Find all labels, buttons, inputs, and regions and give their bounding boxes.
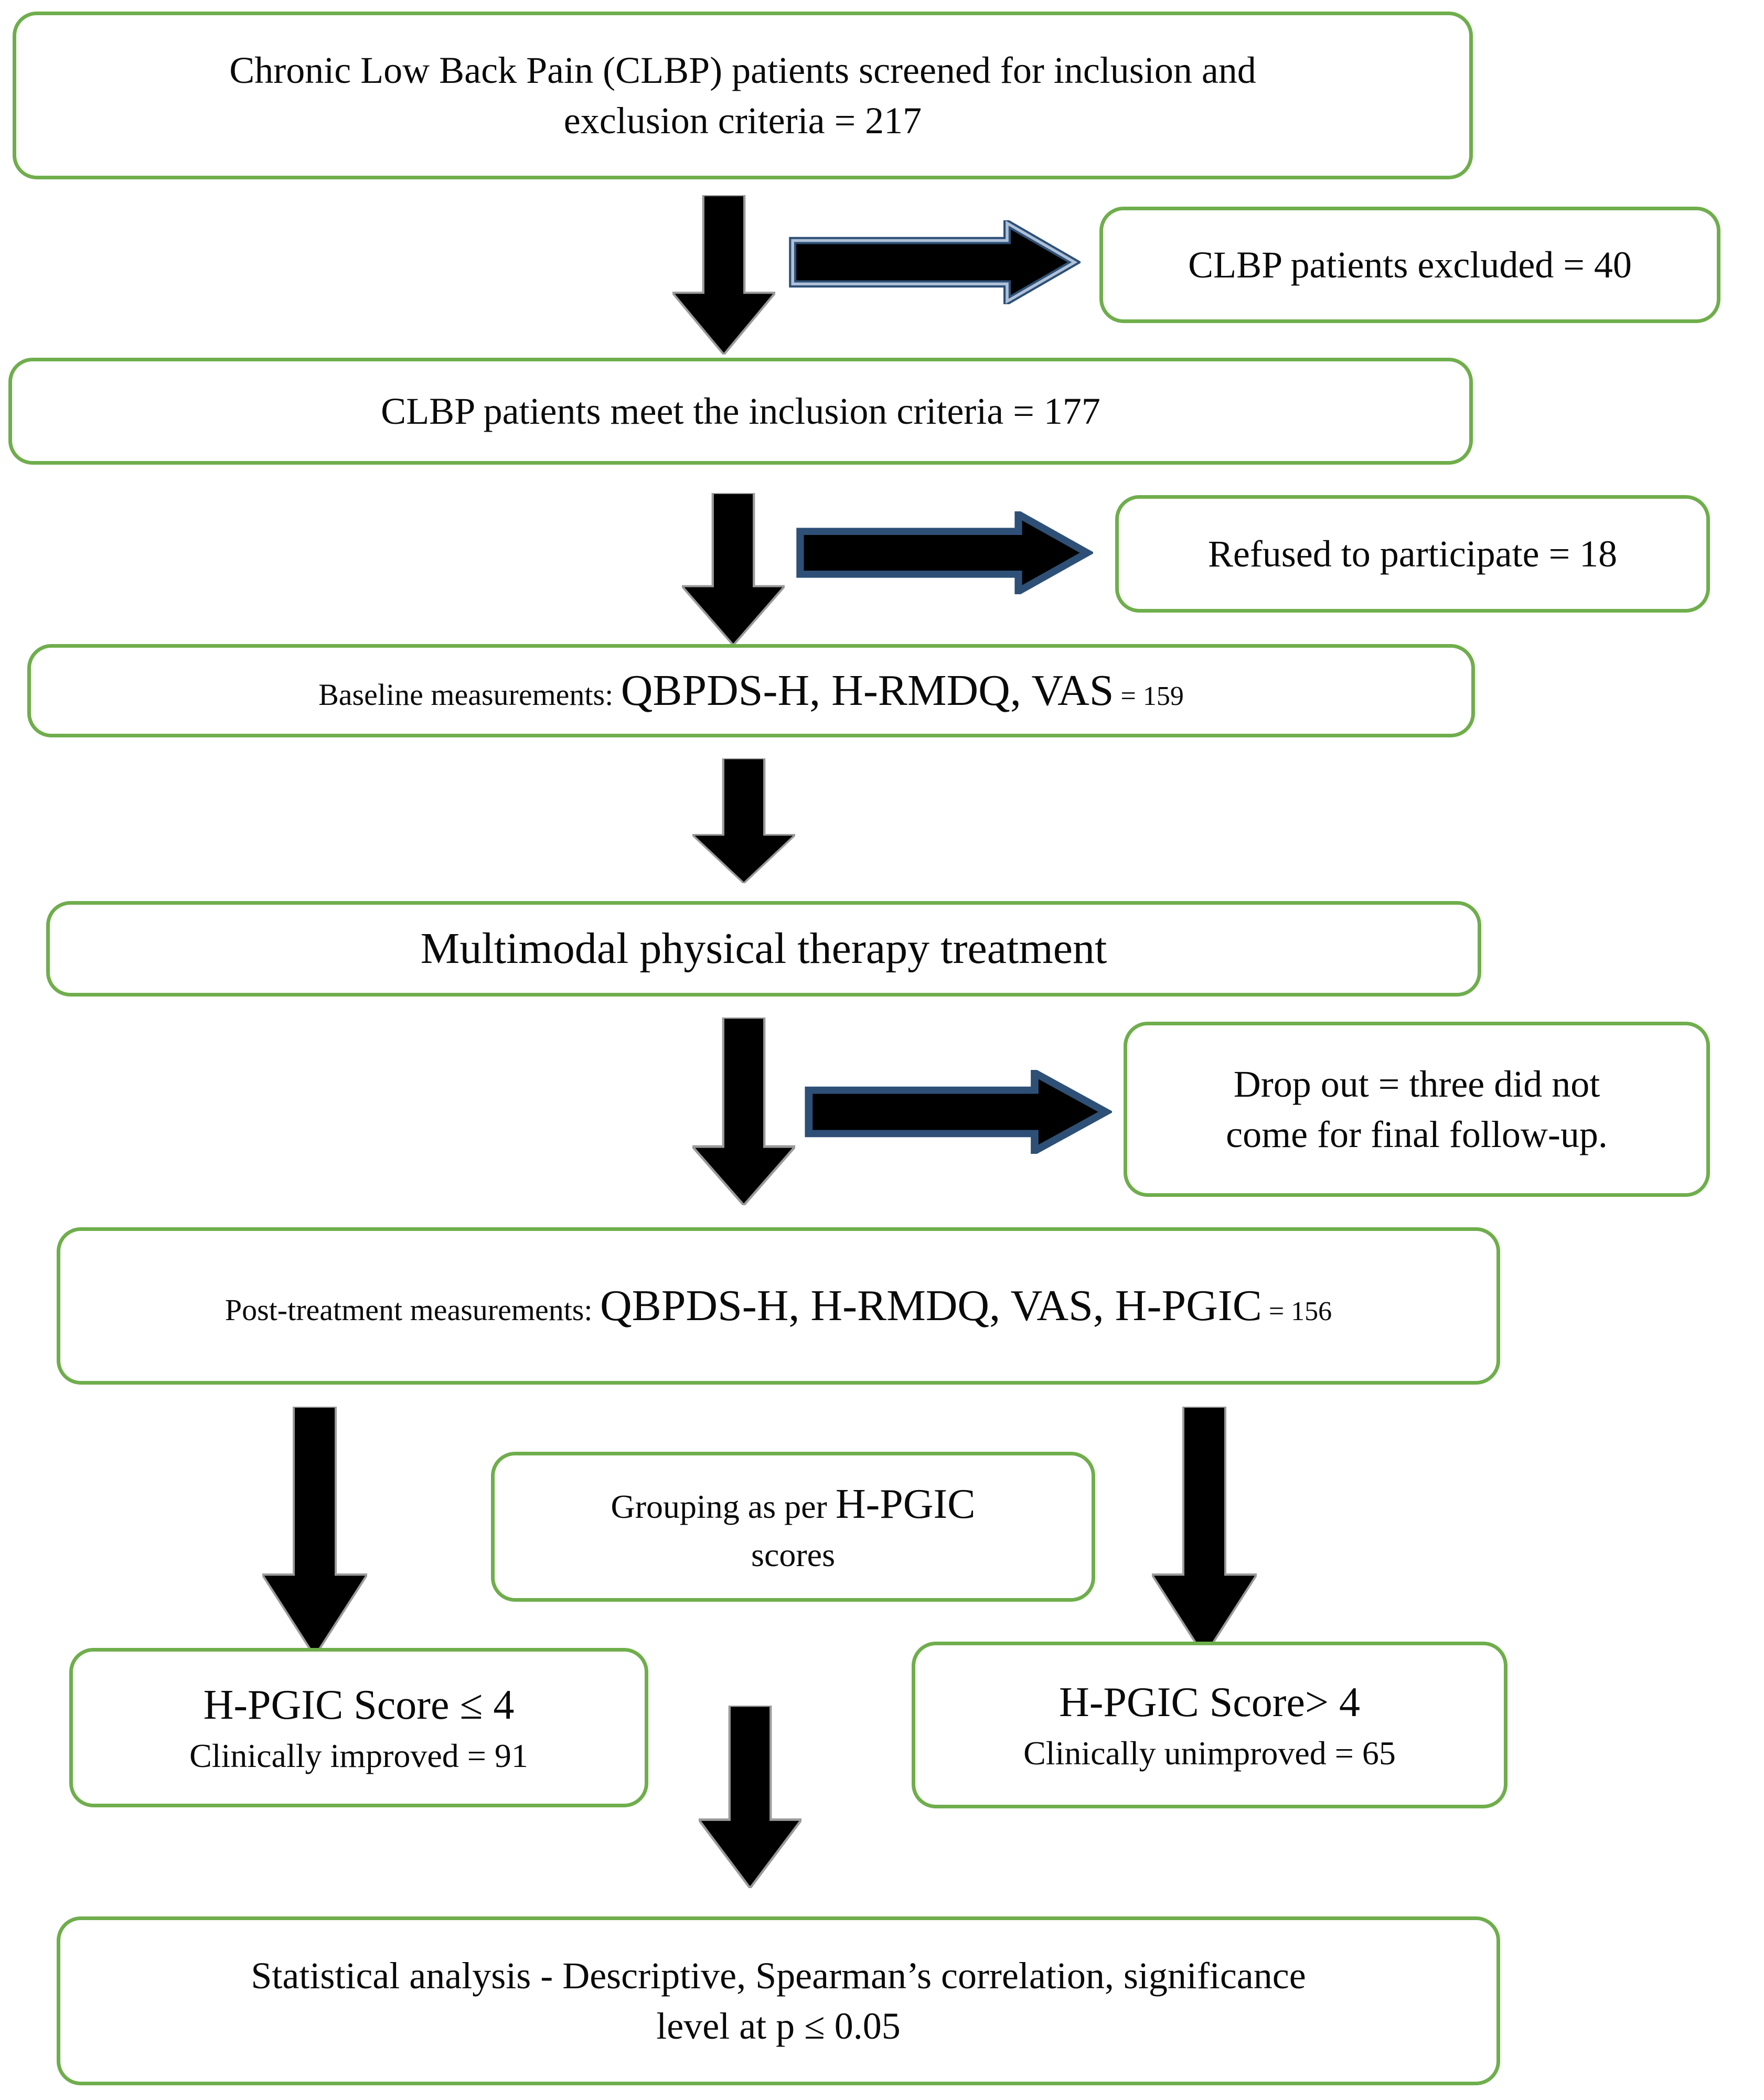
down-arrow-to-stats — [699, 1706, 801, 1888]
node-post-instruments: QBPDS-H, H-RMDQ, VAS, H-PGIC — [600, 1281, 1262, 1330]
node-improved-text: H-PGIC Score ≤ 4 Clinically improved = 9… — [94, 1677, 624, 1778]
down-arrow-post-to-unimproved — [1152, 1407, 1257, 1656]
node-dropout: Drop out = three did not come for final … — [1124, 1022, 1710, 1197]
node-dropout-line1: Drop out = three did not — [1233, 1063, 1600, 1105]
node-improved-heading: H-PGIC Score ≤ 4 — [203, 1681, 515, 1728]
node-improved-detail: Clinically improved = 91 — [189, 1737, 528, 1774]
node-screened-line2: exclusion criteria = 217 — [563, 100, 922, 142]
node-stats-line1: Statistical analysis - Descriptive, Spea… — [251, 1954, 1306, 1997]
node-screened-text: Chronic Low Back Pain (CLBP) patients sc… — [37, 45, 1448, 146]
down-arrow-inclusion-to-baseline — [682, 493, 785, 645]
down-arrow-post-to-improved — [262, 1407, 367, 1656]
node-post-text: Post-treatment measurements: QBPDS-H, H-… — [92, 1277, 1465, 1336]
node-treatment-text: Multimodal physical therapy treatment — [420, 924, 1107, 973]
node-post-treatment: Post-treatment measurements: QBPDS-H, H-… — [57, 1227, 1500, 1385]
down-arrow-screened-to-inclusion — [672, 195, 775, 355]
node-post-suffix: = 156 — [1261, 1296, 1332, 1326]
node-baseline: Baseline measurements: QBPDS-H, H-RMDQ, … — [27, 644, 1475, 737]
node-grouping-text: Grouping as per H-PGIC scores — [516, 1476, 1071, 1578]
right-arrow-to-dropout — [803, 1070, 1112, 1154]
node-excluded: CLBP patients excluded = 40 — [1099, 207, 1720, 323]
node-refused: Refused to participate = 18 — [1115, 495, 1710, 613]
node-dropout-text: Drop out = three did not come for final … — [1148, 1059, 1685, 1160]
down-arrow-baseline-to-treatment — [692, 758, 795, 883]
node-baseline-suffix: = 159 — [1114, 681, 1184, 711]
node-inclusion: CLBP patients meet the inclusion criteri… — [8, 358, 1473, 465]
node-stats-line2: level at p ≤ 0.05 — [656, 2005, 901, 2047]
node-post-prefix: Post-treatment measurements: — [224, 1292, 600, 1327]
node-screened-line1: Chronic Low Back Pain (CLBP) patients sc… — [229, 49, 1256, 91]
node-screened: Chronic Low Back Pain (CLBP) patients sc… — [13, 12, 1473, 179]
node-unimproved-heading: H-PGIC Score> 4 — [1059, 1679, 1360, 1726]
node-inclusion-text: CLBP patients meet the inclusion criteri… — [381, 390, 1100, 432]
down-arrow-treatment-to-post — [692, 1017, 795, 1205]
node-improved: H-PGIC Score ≤ 4 Clinically improved = 9… — [69, 1648, 648, 1807]
node-stats-text: Statistical analysis - Descriptive, Spea… — [81, 1951, 1476, 2052]
node-unimproved-text: H-PGIC Score> 4 Clinically unimproved = … — [936, 1675, 1483, 1776]
node-unimproved: H-PGIC Score> 4 Clinically unimproved = … — [912, 1642, 1508, 1808]
node-grouping-line2: scores — [751, 1536, 835, 1573]
right-arrow-to-refused — [794, 511, 1093, 594]
node-grouping: Grouping as per H-PGIC scores — [491, 1452, 1095, 1602]
node-treatment: Multimodal physical therapy treatment — [46, 901, 1481, 997]
node-dropout-line2: come for final follow-up. — [1226, 1113, 1608, 1155]
node-baseline-instruments: QBPDS-H, H-RMDQ, VAS — [621, 666, 1114, 715]
node-stats: Statistical analysis - Descriptive, Spea… — [57, 1916, 1500, 2085]
node-refused-text: Refused to participate = 18 — [1207, 532, 1618, 575]
right-arrow-to-excluded — [787, 220, 1081, 304]
node-excluded-text: CLBP patients excluded = 40 — [1188, 243, 1632, 286]
node-baseline-prefix: Baseline measurements: — [318, 677, 621, 712]
node-unimproved-detail: Clinically unimproved = 65 — [1023, 1734, 1396, 1772]
node-grouping-instrument: H-PGIC — [835, 1481, 976, 1527]
node-baseline-text: Baseline measurements: QBPDS-H, H-RMDQ, … — [52, 661, 1450, 721]
node-grouping-prefix: Grouping as per — [611, 1487, 836, 1525]
